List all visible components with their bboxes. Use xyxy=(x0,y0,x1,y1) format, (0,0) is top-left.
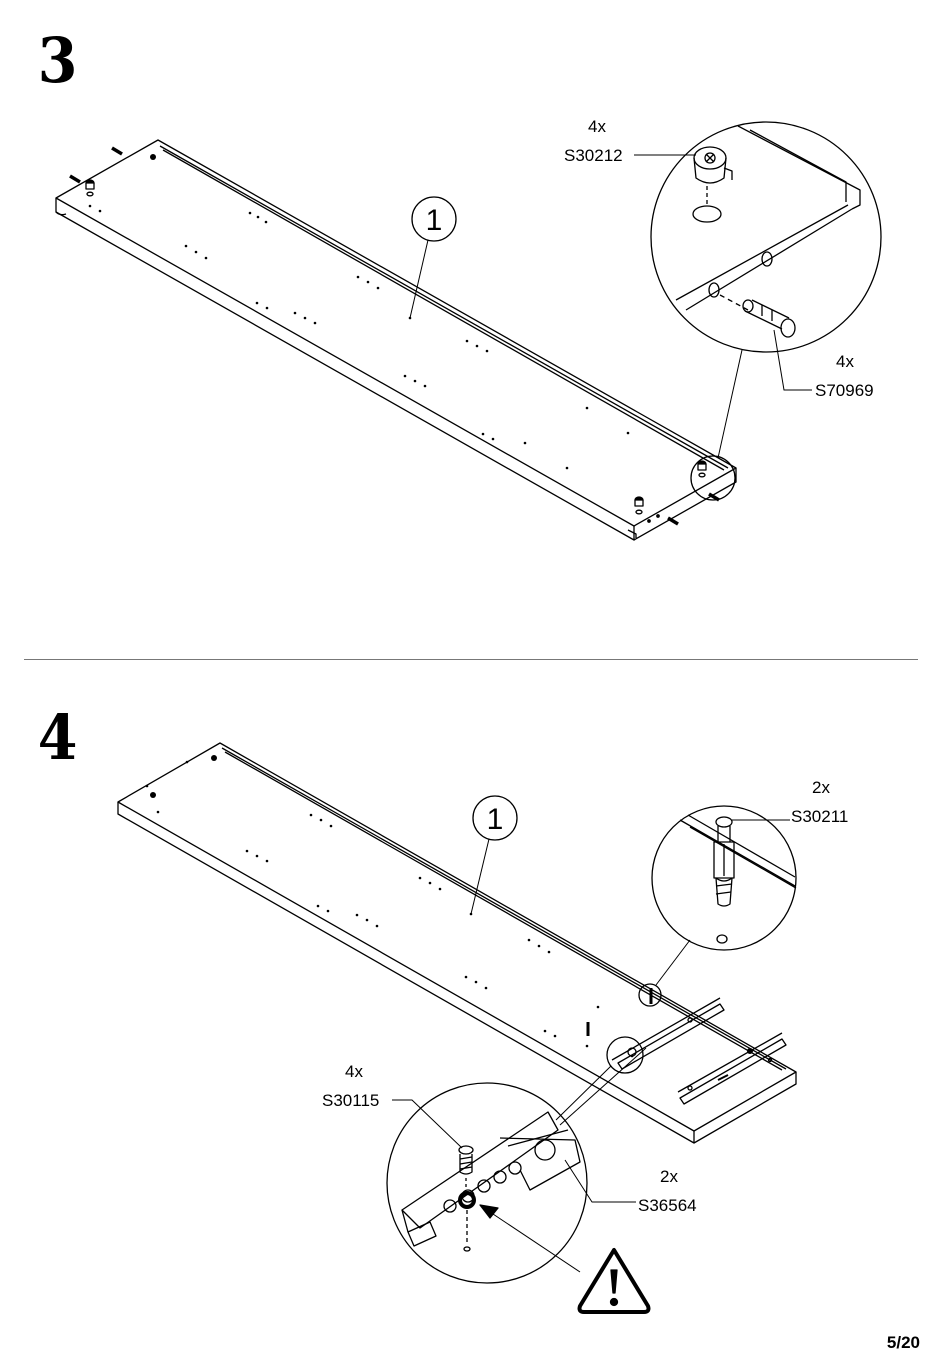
step4-part-number: 1 xyxy=(487,803,504,836)
detail-cam-dowel xyxy=(634,121,882,391)
step3-part-number: 1 xyxy=(426,204,443,237)
dowel-quantity: 4x xyxy=(836,352,854,371)
step-divider xyxy=(24,659,918,660)
bolt-quantity: 2x xyxy=(812,778,830,797)
step-4-number: 4 xyxy=(37,701,78,774)
panel-step3 xyxy=(55,139,743,541)
detail-slide-screw xyxy=(386,1082,636,1284)
page-number: 5/20 xyxy=(886,1333,920,1352)
slide-code: S36564 xyxy=(638,1196,697,1215)
warning-icon xyxy=(577,1248,651,1314)
cam-quantity: 4x xyxy=(588,117,606,136)
screw-code: S30115 xyxy=(322,1091,380,1110)
step-3-number: 3 xyxy=(37,24,78,97)
dowel-code: S70969 xyxy=(815,381,874,400)
cam-code: S30212 xyxy=(564,146,623,165)
slide-quantity: 2x xyxy=(660,1167,678,1186)
screw-quantity: 4x xyxy=(345,1062,363,1081)
panel-step4 xyxy=(117,742,797,1144)
bolt-code: S30211 xyxy=(791,807,849,826)
detail-bolt xyxy=(651,805,797,951)
